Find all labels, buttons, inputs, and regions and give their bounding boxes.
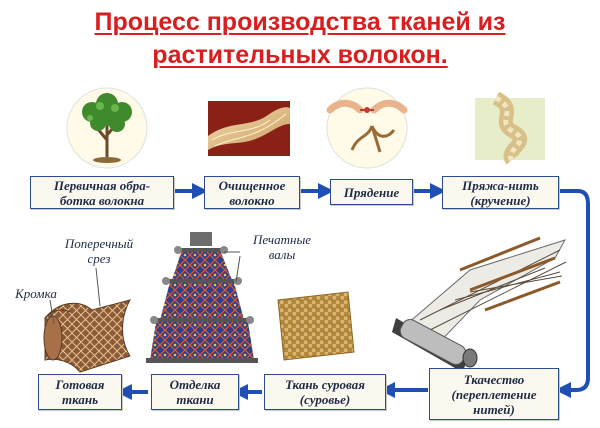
spinning-hands-icon [326, 87, 408, 169]
step-5-line-2: (переплетение [451, 386, 537, 402]
page-title: Процесс производства тканей из раститель… [0, 6, 600, 72]
title-line-2: растительных волокон. [152, 41, 448, 69]
raw-fabric-swatch [277, 291, 355, 361]
step-5-line-3: нитей) [473, 401, 515, 417]
label-print-rolls: Печатные валы [238, 232, 326, 262]
step-8-line-2: ткань [61, 392, 99, 407]
print-rolls-pointer-2 [235, 255, 241, 283]
step-1-line-2: ботка волокна [59, 192, 145, 208]
step-primary-processing: Первичная обра-ботка волокна [30, 176, 174, 209]
label-cross-section-line-2: срез [87, 251, 111, 266]
connector-arrow [555, 189, 590, 398]
title-line-1: Процесс производства тканей из [94, 8, 506, 36]
step-4-line-1: Пряжа-нить [462, 177, 539, 193]
step-2-line-1: Очищенное [218, 177, 286, 193]
twisted-yarn-icon [475, 91, 545, 165]
step-8-line-1: Готовая [55, 377, 105, 392]
printing-machine-icon [146, 232, 258, 363]
loom-icon [392, 236, 567, 372]
step-6-line-1: Ткань суровая [285, 377, 365, 392]
step-5-line-1: Ткачество [463, 371, 525, 387]
step-2-line-2: волокно [229, 192, 275, 208]
plant-icon [66, 87, 148, 169]
step-7-line-1: Отделка [169, 377, 221, 392]
label-cross-section-line-1: Поперечный [64, 236, 134, 251]
label-edge: Кромка [6, 286, 66, 301]
step-yarn: Пряжа-нить(кручение) [442, 176, 559, 209]
finished-fabric-icon [43, 299, 132, 373]
step-6-line-2: (суровье) [299, 392, 351, 407]
label-print-rolls-line-1: Печатные [252, 232, 312, 247]
step-7-line-2: ткани [176, 392, 214, 407]
step-4-line-2: (кручение) [470, 192, 531, 208]
step-spinning: Прядение [330, 179, 413, 205]
label-edge-text: Кромка [15, 286, 57, 301]
step-3-line-1: Прядение [343, 184, 400, 200]
step-1-line-1: Первичная обра- [53, 177, 151, 193]
cleaned-fiber-icon [208, 101, 290, 156]
label-print-rolls-line-2: валы [268, 247, 296, 262]
edge-pointer [49, 299, 55, 325]
step-raw-fabric: Ткань суровая(суровье) [264, 374, 386, 410]
label-cross-section: Поперечный срез [44, 236, 154, 266]
cross-section-pointer [95, 267, 101, 307]
